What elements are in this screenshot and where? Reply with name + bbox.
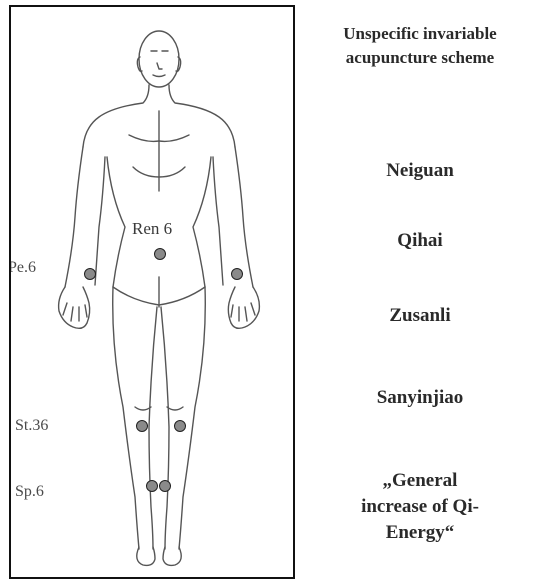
- scheme-title-line-2: acupuncture scheme: [308, 46, 532, 70]
- point-name-sanyinjiao: Sanyinjiao: [308, 387, 532, 409]
- label-ren-6: Ren 6: [132, 219, 172, 239]
- point-pe-6-right: [231, 268, 243, 280]
- label-sp-6: Sp.6: [15, 483, 44, 501]
- point-name-zusanli: Zusanli: [308, 305, 532, 327]
- effect-line-1: „General: [308, 468, 532, 494]
- body-figure-panel: Ren 6 Pe.6 St.36 Sp.6: [9, 5, 295, 579]
- point-sp-6-left: [146, 480, 158, 492]
- scheme-title-line-1: Unspecific invariable: [308, 22, 532, 46]
- scheme-title: Unspecific invariable acupuncture scheme: [308, 22, 532, 70]
- effect-line-2: increase of Qi-: [308, 494, 532, 520]
- label-pe-6: Pe.6: [9, 259, 36, 277]
- point-st-36-right: [174, 420, 186, 432]
- point-ren-6: [154, 248, 166, 260]
- point-st-36-left: [136, 420, 148, 432]
- effect-line-3: Energy“: [308, 520, 532, 546]
- label-st-36: St.36: [15, 417, 48, 435]
- point-name-qihai: Qihai: [308, 230, 532, 252]
- point-sp-6-right: [159, 480, 171, 492]
- point-pe-6-left: [84, 268, 96, 280]
- scheme-effect-text: „General increase of Qi- Energy“: [308, 468, 532, 546]
- point-name-neiguan: Neiguan: [308, 160, 532, 182]
